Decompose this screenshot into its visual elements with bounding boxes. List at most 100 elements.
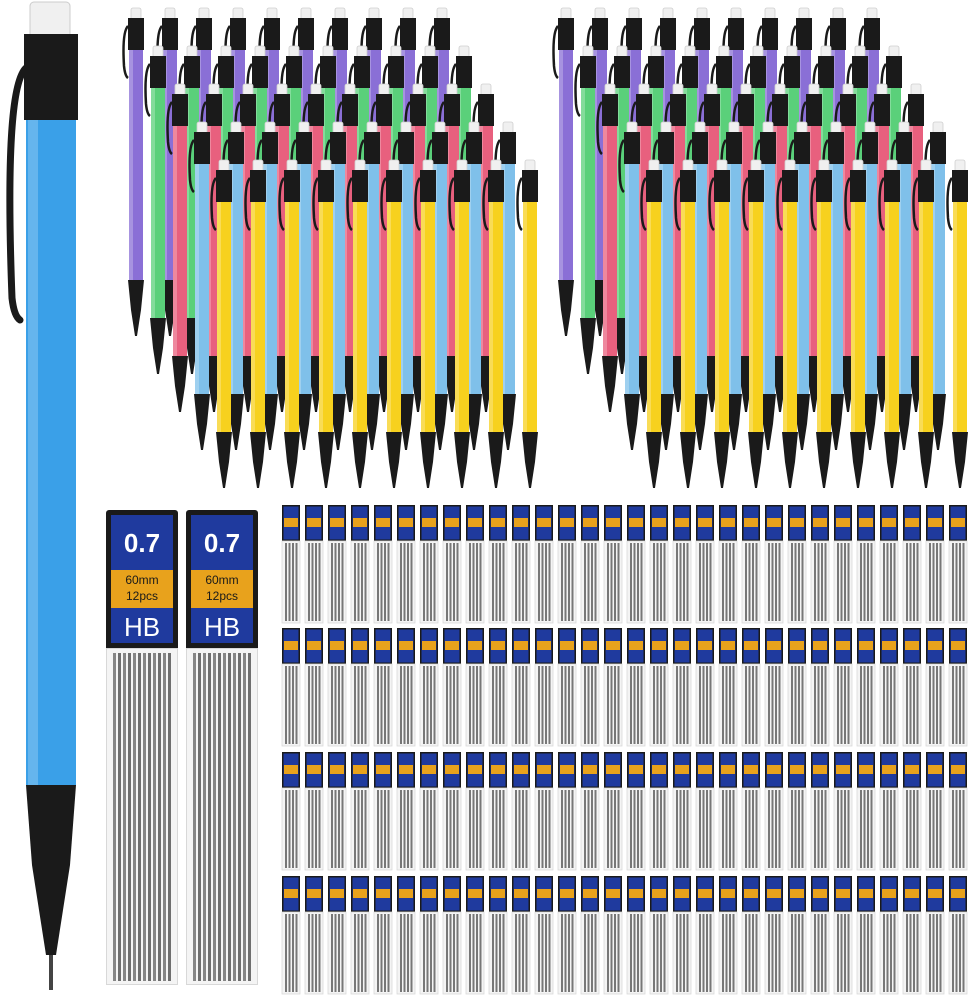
lead-stick [801, 790, 804, 868]
tube-spec-band [698, 765, 712, 774]
pencil-grip [150, 318, 166, 348]
pencil-grip [692, 394, 708, 424]
pencil-cap [636, 94, 652, 126]
lead-stick [679, 666, 682, 744]
tube-spec-band [284, 765, 298, 774]
lead-stick [285, 914, 287, 992]
lead-stick [653, 790, 655, 868]
lead-stick [476, 914, 478, 992]
small-pencil [346, 159, 368, 488]
pencil-cap [194, 132, 210, 164]
lead-stick [423, 914, 425, 992]
pencil-grip [488, 432, 504, 462]
pencil-barrel [795, 164, 809, 394]
lead-stick [568, 914, 570, 992]
pencil-tip [345, 386, 355, 412]
pencil-clip [346, 177, 354, 232]
lead-stick [571, 914, 574, 992]
lead-refill-tube-small [764, 628, 784, 747]
tube-spec-band [859, 765, 873, 774]
pencil-cap [250, 170, 266, 202]
pencil-clip [946, 177, 954, 232]
lead-stick [837, 914, 839, 992]
lead-stick [936, 790, 938, 868]
tube-spec-band [629, 765, 643, 774]
pencil-grip [850, 432, 866, 462]
tube-spec-band [675, 518, 689, 527]
lead-stick [430, 914, 432, 992]
lead-stick [407, 543, 409, 621]
lead-stick [637, 790, 639, 868]
lead-stick [686, 666, 689, 744]
lead-stick [614, 790, 616, 868]
tube-spec-band [307, 889, 321, 898]
lead-stick [564, 914, 567, 992]
tube-spec-band [376, 765, 390, 774]
lead-stick [798, 543, 800, 621]
pencil-clip [674, 177, 682, 232]
lead-stick [814, 543, 816, 621]
pencil-barrel [863, 164, 877, 394]
pencil-cap [388, 56, 404, 88]
pencil-cap [216, 170, 232, 202]
pencil-eraser [29, 1, 71, 39]
lead-stick [495, 790, 498, 868]
lead-stick [798, 666, 800, 744]
lead-stick [198, 653, 201, 981]
lead-stick [952, 666, 954, 744]
lead-stick [334, 666, 337, 744]
pencil-cap [660, 18, 676, 50]
lead-stick [476, 543, 478, 621]
pencil-barrel [919, 202, 933, 432]
pencil-tip [401, 424, 411, 450]
lead-stick [502, 790, 505, 868]
lead-stick [939, 914, 942, 992]
lead-stick [722, 666, 724, 744]
lead-stick [824, 790, 827, 868]
tube-spec-band [284, 889, 298, 898]
lead-stick [502, 543, 505, 621]
lead-refill-tube-small [281, 752, 301, 871]
lead-stick [663, 790, 666, 868]
lead-stick [403, 543, 406, 621]
tube-spec-band [468, 889, 482, 898]
tube-spec-band [353, 889, 367, 898]
lead-refill-tube-small [764, 876, 784, 995]
small-pencil [278, 159, 300, 488]
lead-stick [952, 543, 954, 621]
lead-stick [143, 653, 146, 981]
lead-stick [446, 790, 448, 868]
lead-refill-tube-small [488, 505, 508, 624]
pencil-tip [231, 424, 241, 450]
lead-refill-tube-small [787, 628, 807, 747]
pencil-cap [670, 94, 686, 126]
tube-spec-band [652, 518, 666, 527]
lead-stick [653, 543, 655, 621]
pencil-barrel [217, 202, 231, 432]
lead-stick [311, 914, 314, 992]
tube-spec-band [790, 889, 804, 898]
small-pencil [414, 159, 436, 488]
lead-refill-tube-small [626, 505, 646, 624]
lead-count-label: 12pcs [205, 589, 239, 603]
lead-stick [469, 666, 471, 744]
pencil-highlight [603, 126, 607, 356]
pencil-cap [456, 56, 472, 88]
lead-refill-tube-small [902, 876, 922, 995]
lead-refill-tube-small [327, 876, 347, 995]
lead-refill-tube-small [327, 628, 347, 747]
lead-stick [939, 790, 942, 868]
lead-refill-tube-small [649, 876, 669, 995]
pencil-grip [432, 394, 448, 424]
lead-refill-tube-small [557, 505, 577, 624]
lead-stick [361, 914, 363, 992]
small-pencil [312, 159, 334, 488]
lead-refill-tube-small [856, 876, 876, 995]
lead-stick [587, 543, 590, 621]
lead-refill-tube-small [442, 752, 462, 871]
pencil-cap [714, 170, 730, 202]
lead-stick [538, 790, 540, 868]
pencil-cap [796, 18, 812, 50]
lead-refill-tube-small [672, 876, 692, 995]
lead-stick [499, 543, 501, 621]
